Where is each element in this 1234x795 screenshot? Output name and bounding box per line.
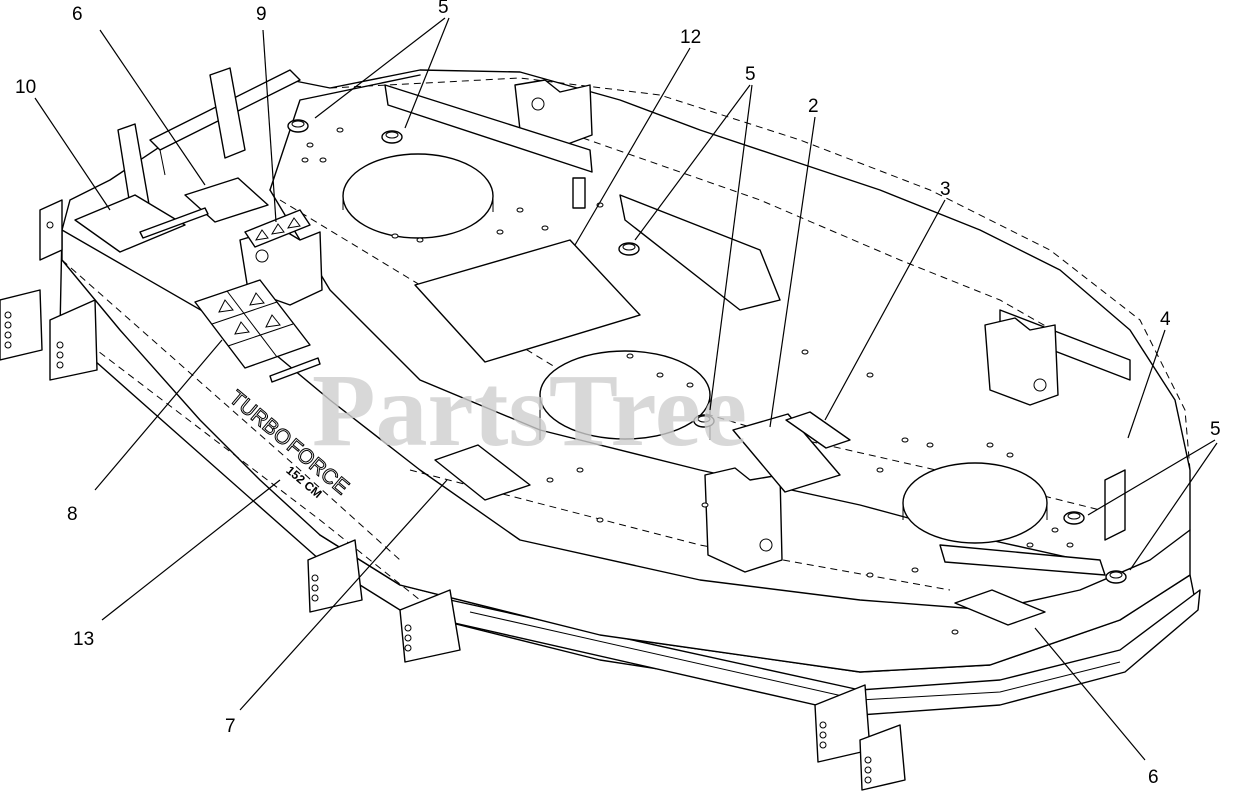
callout-5-rear: 5 bbox=[438, 0, 449, 18]
decal-7 bbox=[434, 444, 531, 501]
watermark: PartsTree bbox=[312, 353, 747, 468]
callout-labels: 6 9 5 10 12 5 2 3 4 5 8 13 7 6 bbox=[15, 0, 1221, 788]
callout-8: 8 bbox=[67, 504, 78, 525]
callout-2: 2 bbox=[808, 96, 819, 117]
callout-3: 3 bbox=[940, 179, 951, 200]
bolt-2 bbox=[381, 130, 403, 144]
callout-9: 9 bbox=[256, 4, 267, 25]
decal-3 bbox=[785, 411, 851, 449]
callout-7: 7 bbox=[225, 716, 236, 737]
bolt-3 bbox=[618, 242, 640, 256]
spindle-openings bbox=[342, 153, 1048, 544]
callout-6-rear: 6 bbox=[72, 4, 83, 25]
callout-5-front: 5 bbox=[1210, 419, 1221, 440]
decal-10 bbox=[74, 194, 186, 253]
callout-10: 10 bbox=[15, 77, 36, 98]
callout-12: 12 bbox=[680, 27, 701, 48]
deck-holes bbox=[301, 127, 1074, 635]
spindle-hole-right bbox=[902, 462, 1048, 544]
leader-lines bbox=[34, 17, 1218, 761]
bolt-5 bbox=[1063, 511, 1085, 525]
callout-13: 13 bbox=[73, 629, 94, 650]
bolt-4 bbox=[693, 414, 715, 428]
callout-5-center: 5 bbox=[745, 64, 756, 85]
spindle-hole-left bbox=[342, 153, 494, 239]
decal-2 bbox=[732, 413, 841, 493]
mounting-brackets bbox=[0, 67, 1106, 791]
callout-4: 4 bbox=[1160, 309, 1171, 330]
bolt-6 bbox=[1105, 570, 1127, 584]
decal-12 bbox=[414, 239, 641, 363]
bolt-1 bbox=[287, 119, 309, 133]
callout-6-front: 6 bbox=[1148, 767, 1159, 788]
decal-6-front bbox=[954, 589, 1046, 626]
bolt-heads bbox=[287, 119, 1127, 584]
